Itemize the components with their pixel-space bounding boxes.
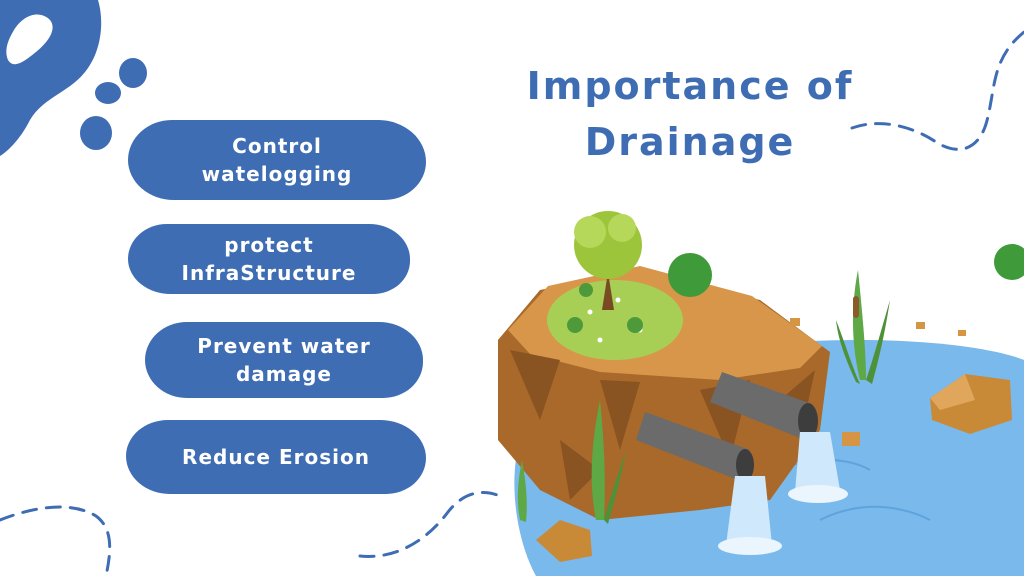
title-line-1: Importance of bbox=[526, 64, 854, 108]
pill-prevent-water-damage: Prevent water damage bbox=[145, 322, 423, 398]
pill-3-line-2: damage bbox=[235, 362, 332, 386]
pill-1-line-1: Control bbox=[232, 134, 322, 158]
pill-4-line-1: Reduce Erosion bbox=[182, 445, 370, 469]
top-left-blob bbox=[0, 0, 147, 156]
pill-3-line-1: Prevent water bbox=[197, 334, 371, 358]
dashed-line-bottom-center bbox=[358, 491, 502, 558]
pill-2-line-1: protect bbox=[224, 233, 314, 257]
pill-1-line-2: watelogging bbox=[201, 162, 353, 186]
slide-title: Importance of Drainage bbox=[470, 58, 910, 170]
pill-2-line-2: InfraStructure bbox=[181, 261, 357, 285]
pill-control-waterlogging: Control watelogging bbox=[128, 120, 426, 200]
dashed-line-top-right bbox=[850, 30, 1024, 151]
pill-protect-infrastructure: protect InfraStructure bbox=[128, 224, 410, 294]
pill-reduce-erosion: Reduce Erosion bbox=[126, 420, 426, 494]
dashed-line-bottom-left bbox=[0, 505, 112, 576]
title-line-2: Drainage bbox=[584, 120, 796, 164]
